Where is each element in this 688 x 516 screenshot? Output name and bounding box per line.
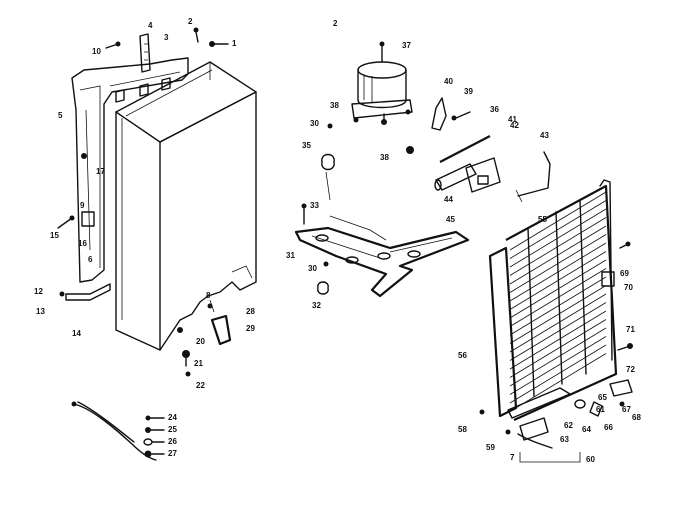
part-label-41: 41 (508, 115, 517, 124)
part-label-66: 66 (604, 423, 613, 432)
left-hardware (57, 27, 232, 377)
part-label-55: 55 (538, 215, 547, 224)
part-label-30b: 30 (308, 264, 317, 273)
part-label-32: 32 (312, 301, 321, 310)
part-label-45: 45 (446, 215, 455, 224)
part-labels: 1234567891012131415161720212224252627282… (34, 17, 641, 464)
part-label-20: 20 (196, 337, 205, 346)
part-label-39: 39 (464, 87, 473, 96)
part-label-10: 10 (92, 47, 101, 56)
part-label-60: 60 (586, 455, 595, 464)
part-label-31: 31 (286, 251, 295, 260)
part-label-37: 37 (402, 41, 411, 50)
part-label-63: 63 (560, 435, 569, 444)
part-label-24: 24 (168, 413, 177, 422)
part-label-21: 21 (194, 359, 203, 368)
part-label-38: 38 (330, 101, 339, 110)
part-label-68: 68 (632, 413, 641, 422)
cabinet-liner (115, 61, 257, 351)
part-label-71: 71 (626, 325, 635, 334)
part-label-43: 43 (540, 131, 549, 140)
part-label-17: 17 (96, 167, 105, 176)
part-label-6: 6 (88, 255, 93, 264)
part-label-8: 8 (206, 291, 211, 300)
part-label-4: 4 (148, 21, 153, 30)
part-label-69: 69 (620, 269, 629, 278)
part-label-5: 5 (58, 111, 63, 120)
rear-panel (71, 57, 189, 283)
part-label-12: 12 (34, 287, 43, 296)
coil-assembly (479, 179, 633, 463)
part-label-70: 70 (624, 283, 633, 292)
part-label-65: 65 (598, 393, 607, 402)
part-label-28: 28 (246, 307, 255, 316)
part-label-35: 35 (302, 141, 311, 150)
part-label-58: 58 (458, 425, 467, 434)
part-label-30: 30 (310, 119, 319, 128)
part-label-72: 72 (626, 365, 635, 374)
compressor (351, 41, 414, 154)
part-label-16: 16 (78, 239, 87, 248)
part-label-29: 29 (246, 324, 255, 333)
part-label-2: 2 (188, 17, 193, 26)
part-label-40: 40 (444, 77, 453, 86)
compressor-mount-frame (294, 123, 470, 298)
part-label-38b: 38 (380, 153, 389, 162)
part-label-44: 44 (444, 195, 453, 204)
part-label-7: 7 (510, 453, 515, 462)
part-label-62: 62 (564, 421, 573, 430)
wire-harness (71, 401, 165, 461)
part-label-42: 42 (510, 121, 519, 130)
part-label-3: 3 (164, 33, 169, 42)
part-label-22: 22 (196, 381, 205, 390)
compressor-electrical (431, 97, 551, 203)
part-label-13: 13 (36, 307, 45, 316)
part-label-1: 1 (232, 39, 237, 48)
bracket-part (139, 33, 151, 73)
part-label-64: 64 (582, 425, 591, 434)
part-label-27: 27 (168, 449, 177, 458)
part-label-67: 67 (622, 405, 631, 414)
part-label-36: 36 (490, 105, 499, 114)
part-label-15: 15 (50, 231, 59, 240)
part-label-59: 59 (486, 443, 495, 452)
part-label-33: 33 (310, 201, 319, 210)
part-label-25: 25 (168, 425, 177, 434)
part-label-61: 61 (596, 405, 605, 414)
part-label-26: 26 (168, 437, 177, 446)
part-label-56: 56 (458, 351, 467, 360)
part-label-14: 14 (72, 329, 81, 338)
figure-mark: 2 (333, 19, 338, 28)
part-label-9: 9 (80, 201, 85, 210)
